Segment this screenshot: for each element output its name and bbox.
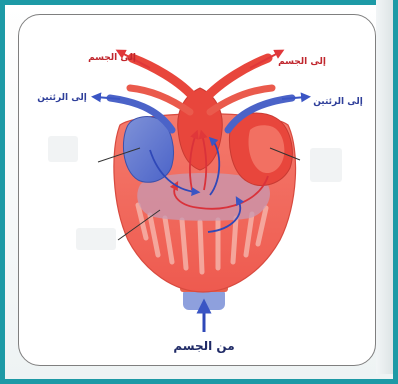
label-to-lungs-right: إلى الرئتين — [313, 97, 363, 107]
label-from-body: من الجسم — [173, 339, 234, 353]
label-to-body-left: إلى الجسم — [88, 53, 136, 63]
label-to-lungs-left: إلى الرئتين — [37, 93, 87, 103]
label-to-body-right: إلى الجسم — [278, 57, 326, 67]
